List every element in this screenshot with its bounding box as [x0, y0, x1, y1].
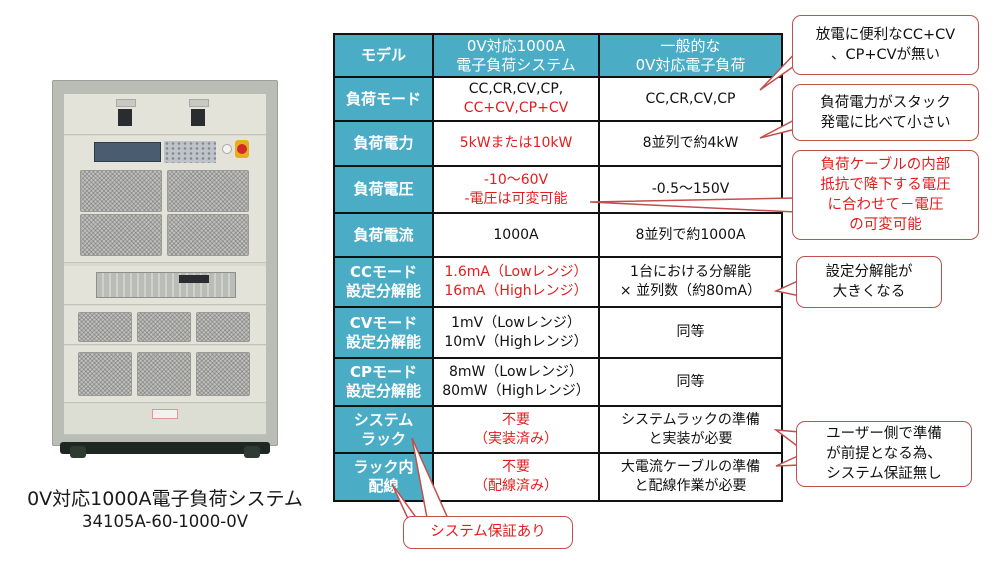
general-cell: 同等 [598, 357, 783, 407]
emergency-stop-icon [235, 140, 249, 158]
table-row-load-power: 負荷電力 5kWまたは10kW 8並列で約4kW [333, 120, 783, 167]
comparison-table: モデル 0V対応1000A 電子負荷システム 一般的な 0V対応電子負荷 負荷モ… [333, 33, 783, 502]
power-supply-panel [64, 266, 266, 305]
system-cell: 8mW（Lowレンジ） 80mW（Highレンジ） [432, 357, 600, 407]
general-cell: 8並列で約4kW [598, 120, 783, 167]
callout-no-cc-cv: 放電に便利なCC+CV 、CP+CVが無い [792, 15, 979, 75]
system-cell: CC,CR,CV,CP, CC+CV,CP+CV [432, 76, 600, 122]
rack-base [60, 442, 270, 454]
breaker-switch-icon [191, 109, 205, 126]
row-label: 負荷電流 [333, 212, 434, 258]
table-row-cc-resolution: CCモード 設定分解能 1.6mA（Lowレンジ） 16mA（Highレンジ） … [333, 256, 783, 308]
table-row-load-mode: 負荷モード CC,CR,CV,CP, CC+CV,CP+CV CC,CR,CV,… [333, 76, 783, 122]
vent-panel [64, 346, 266, 403]
caster-icon [244, 446, 260, 458]
vent-grille [167, 214, 249, 256]
general-cell: -0.5～150V [598, 165, 783, 214]
system-cell: -10～60V -電圧は可変可能 [432, 165, 600, 214]
table-row-cp-resolution: CPモード 設定分解能 8mW（Lowレンジ） 80mW（Highレンジ） 同等 [333, 357, 783, 407]
kick-plate [64, 404, 266, 435]
warning-label-icon [152, 409, 178, 419]
table-row-load-current: 負荷電流 1000A 8並列で約1000A [333, 212, 783, 258]
row-label: 負荷モード [333, 76, 434, 122]
general-cell: システムラックの準備 と実装が必要 [598, 405, 783, 454]
system-cell: 1.6mA（Lowレンジ） 16mA（Highレンジ） [432, 256, 600, 308]
product-name: 0V対応1000A電子負荷システム [27, 488, 303, 510]
callout-negative-voltage: 負荷ケーブルの内部 抵抗で降下する電圧 に合わせて－電圧 の可変可能 [792, 150, 979, 240]
callout-low-power: 負荷電力がスタック 発電に比べて小さい [792, 84, 979, 141]
header-model: モデル [333, 33, 434, 78]
load-module-panel [64, 136, 266, 263]
table-row-rack-wiring: ラック内 配線 不要 （配線済み） 大電流ケーブルの準備 と配線作業が必要 [333, 452, 783, 502]
product-model-number: 34105A-60-1000-0V [81, 512, 249, 531]
general-cell: CC,CR,CV,CP [598, 76, 783, 122]
callout-warranty: システム保証あり [403, 516, 573, 549]
table-row-cv-resolution: CVモード 設定分解能 1mV（Lowレンジ） 10mV（Highレンジ） 同等 [333, 306, 783, 359]
product-photo [52, 80, 278, 458]
table-row-load-voltage: 負荷電圧 -10～60V -電圧は可変可能 -0.5～150V [333, 165, 783, 214]
system-cell: 1000A [432, 212, 600, 258]
vent-grille [80, 170, 162, 212]
row-label: 負荷電圧 [333, 165, 434, 214]
row-label: 負荷電力 [333, 120, 434, 167]
vent-panel [64, 306, 266, 345]
general-cell: 同等 [598, 306, 783, 359]
display-icon [94, 142, 161, 162]
system-cell: 不要 （配線済み） [432, 452, 600, 502]
vent-grille [167, 170, 249, 212]
callout-user-preparation: ユーザー側で準備 が前提となる為、 システム保証無し [796, 421, 972, 487]
system-cell: 1mV（Lowレンジ） 10mV（Highレンジ） [432, 306, 600, 359]
breaker-panel [64, 94, 266, 135]
callout-resolution: 設定分解能が 大きくなる [796, 256, 942, 308]
header-system: 0V対応1000A 電子負荷システム [432, 33, 600, 78]
power-supply-unit [96, 272, 236, 298]
general-cell: 大電流ケーブルの準備 と配線作業が必要 [598, 452, 783, 502]
row-label: CCモード 設定分解能 [333, 256, 434, 308]
keypad-icon [164, 141, 216, 163]
table-header-row: モデル 0V対応1000A 電子負荷システム 一般的な 0V対応電子負荷 [333, 33, 783, 78]
general-cell: 8並列で約1000A [598, 212, 783, 258]
system-cell: 5kWまたは10kW [432, 120, 600, 167]
row-label: CVモード 設定分解能 [333, 306, 434, 359]
row-label: CPモード 設定分解能 [333, 357, 434, 407]
vent-grille [80, 214, 162, 256]
general-cell: 1台における分解能 × 並列数（約80mA） [598, 256, 783, 308]
table-row-system-rack: システム ラック 不要 （実装済み） システムラックの準備 と実装が必要 [333, 405, 783, 454]
rack-front [64, 94, 266, 435]
caster-icon [70, 446, 86, 458]
header-general: 一般的な 0V対応電子負荷 [598, 33, 783, 78]
knob-icon [222, 144, 232, 154]
breaker-switch-icon [118, 109, 132, 126]
row-label: システム ラック [333, 405, 434, 454]
system-cell: 不要 （実装済み） [432, 405, 600, 454]
row-label: ラック内 配線 [333, 452, 434, 502]
